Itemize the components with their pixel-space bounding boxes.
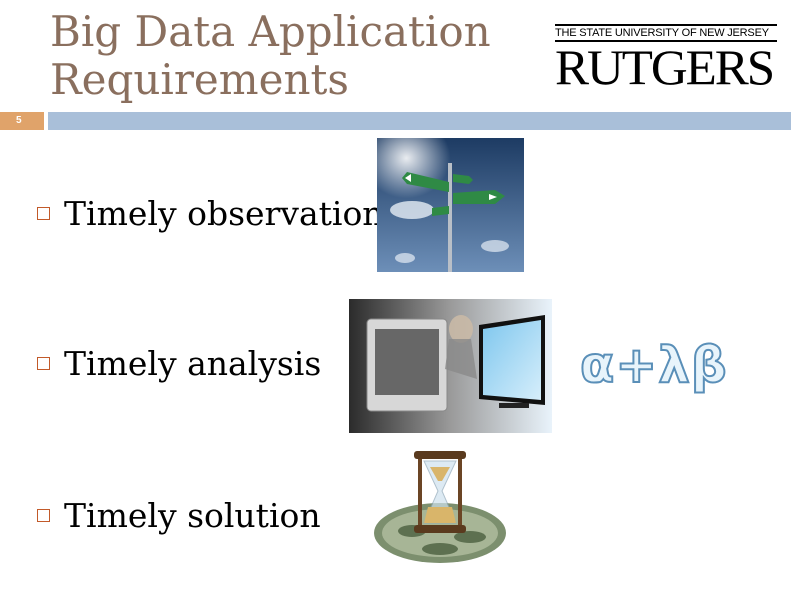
slide-number: 5 bbox=[0, 112, 44, 130]
bullet-label: Timely solution bbox=[64, 496, 321, 535]
bullet-label: Timely analysis bbox=[64, 344, 322, 383]
slide-title: Big Data Application Requirements bbox=[50, 8, 491, 104]
formula-graphic: α+λβ bbox=[579, 335, 728, 395]
bullet-square-icon bbox=[37, 207, 50, 220]
bullet-label: Timely observation bbox=[64, 194, 384, 233]
bullet-timely-solution: Timely solution bbox=[37, 496, 321, 535]
bullet-timely-observation: Timely observation bbox=[37, 194, 384, 233]
tv-screens-image bbox=[349, 299, 552, 433]
logo-tagline: THE STATE UNIVERSITY OF NEW JERSEY bbox=[555, 24, 777, 42]
bullet-square-icon bbox=[37, 509, 50, 522]
title-line-2: Requirements bbox=[50, 55, 349, 104]
title-line-1: Big Data Application bbox=[50, 7, 491, 56]
rutgers-logo: THE STATE UNIVERSITY OF NEW JERSEY RUTGE… bbox=[555, 24, 777, 92]
hourglass-money-image bbox=[372, 445, 508, 569]
bullet-square-icon bbox=[37, 357, 50, 370]
header-bar bbox=[48, 112, 791, 130]
logo-wordmark: RUTGERS bbox=[555, 39, 775, 95]
opportunity-signpost-image bbox=[377, 138, 524, 272]
bullet-timely-analysis: Timely analysis bbox=[37, 344, 321, 383]
